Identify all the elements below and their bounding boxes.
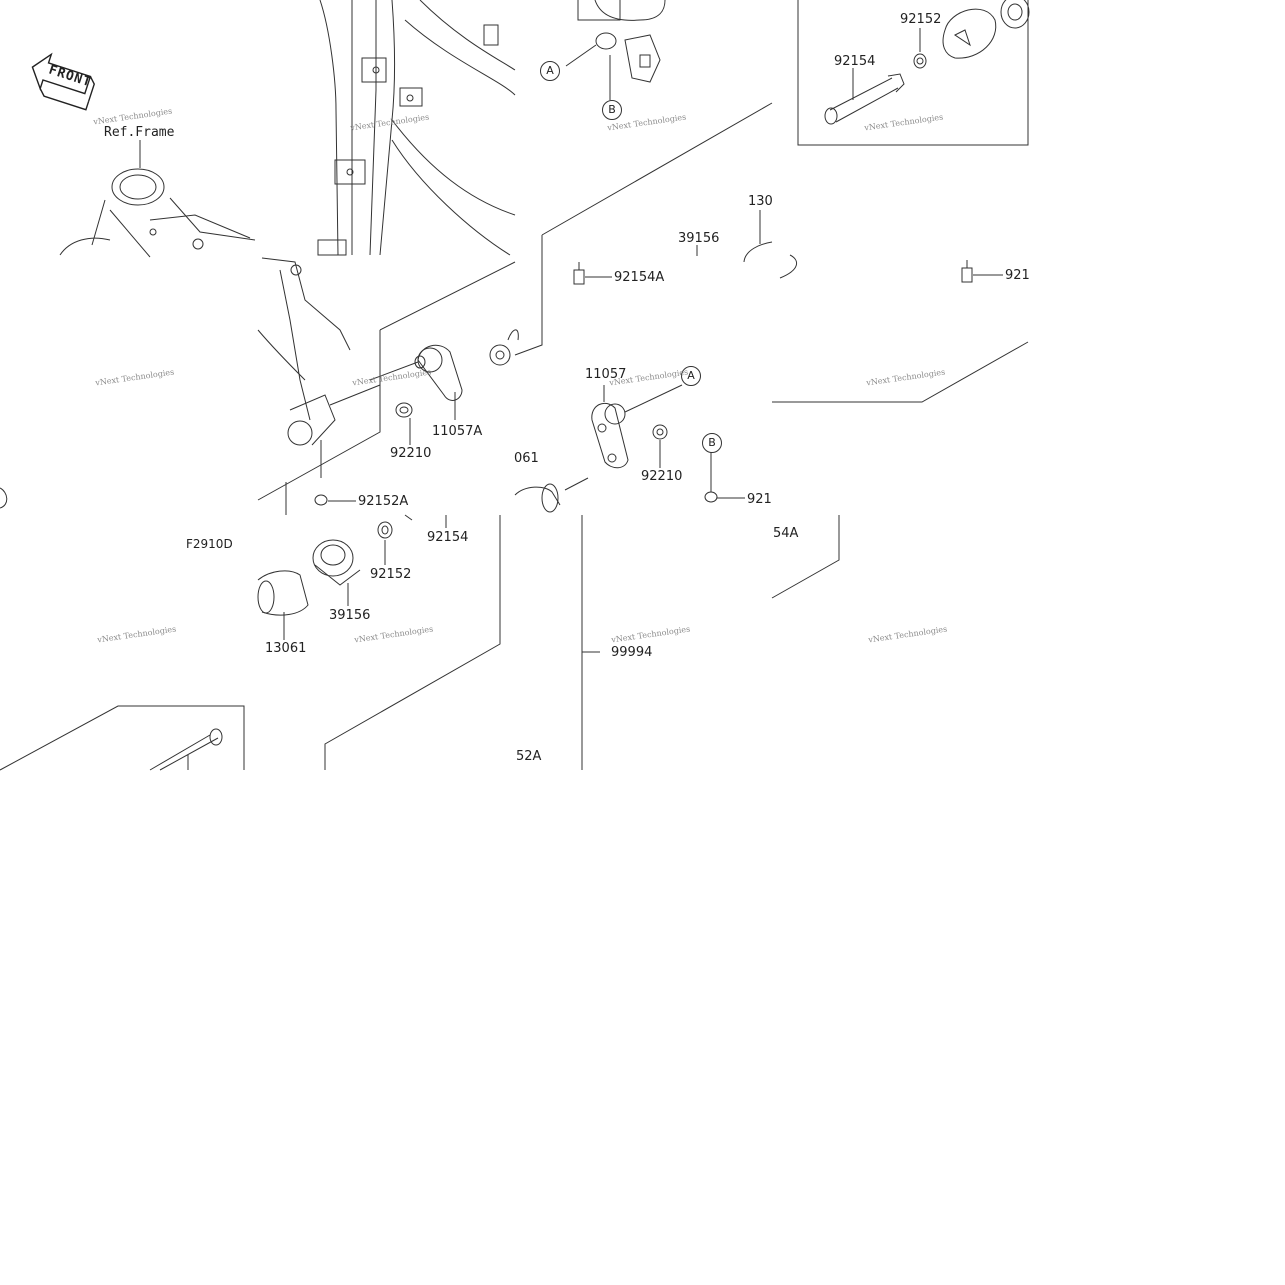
collar-92152-lower-icon bbox=[377, 521, 393, 565]
ref-marker-a-mid: A bbox=[681, 366, 701, 386]
ref-marker-a-top: A bbox=[540, 61, 560, 81]
part-label-39156-top: 39156 bbox=[678, 231, 720, 246]
main-frame-sketch bbox=[317, 0, 516, 256]
ref-marker-b-top: B bbox=[602, 100, 622, 120]
part-label-921-lower: 921 bbox=[747, 492, 772, 507]
washer-921-lower-icon bbox=[704, 452, 745, 503]
part-label-921-right: 921 bbox=[1005, 268, 1030, 283]
bolt-92154-top-icon bbox=[824, 68, 905, 125]
ref-frame-label: Ref.Frame bbox=[104, 125, 175, 140]
part-label-11057A: 11057A bbox=[432, 424, 483, 439]
mount-39156-130-icon bbox=[696, 210, 798, 279]
part-label-54A: 54A bbox=[773, 526, 799, 541]
misc-edge-sketch bbox=[0, 487, 413, 521]
part-label-92152-lower: 92152 bbox=[370, 567, 412, 582]
part-label-13061: 13061 bbox=[265, 641, 307, 656]
collar-92152-top-icon bbox=[913, 28, 927, 69]
bracket-11057A-icon bbox=[369, 344, 463, 420]
part-label-52A: 52A bbox=[516, 749, 542, 764]
frame-vertical-99994 bbox=[581, 515, 600, 770]
bolt-92154-lower-icon bbox=[149, 515, 447, 771]
nut-92210-left-icon bbox=[395, 402, 413, 445]
figure-code: F2910D bbox=[186, 537, 233, 551]
frame-panel-mid bbox=[514, 102, 773, 356]
footpeg-bracket-sketch bbox=[257, 257, 381, 478]
upper-bracket-sketch bbox=[565, 0, 666, 100]
bolt-921-right-icon bbox=[961, 260, 1003, 283]
bushing-center-icon bbox=[514, 477, 589, 513]
ref-marker-b-mid: B bbox=[702, 433, 722, 453]
washer-92152A-icon bbox=[314, 494, 356, 506]
part-label-11057: 11057 bbox=[585, 367, 627, 382]
frame-panel-center bbox=[257, 261, 516, 501]
collar-061-icon bbox=[489, 329, 519, 366]
frame-right-54A bbox=[771, 515, 840, 599]
bushing-13061-icon bbox=[257, 570, 309, 640]
front-arrow-icon bbox=[31, 52, 95, 111]
part-label-130: 130 bbox=[748, 194, 773, 209]
bushing-39156-top-icon bbox=[942, 0, 1030, 59]
frame-lower-left-box bbox=[0, 705, 245, 771]
frame-panel-center-right bbox=[772, 341, 1029, 403]
nut-92210-right-icon bbox=[652, 424, 668, 468]
ref-frame-headpipe-icon bbox=[59, 140, 256, 258]
part-label-92154-top: 92154 bbox=[834, 54, 876, 69]
frame-panel-top-right bbox=[797, 0, 1029, 146]
part-label-92152A: 92152A bbox=[358, 494, 409, 509]
part-label-061: 061 bbox=[514, 451, 539, 466]
frame-lower-mid bbox=[324, 515, 501, 770]
bolt-92154A-mid-icon bbox=[573, 262, 612, 285]
part-label-99994: 99994 bbox=[611, 645, 653, 660]
bracket-11057-icon bbox=[591, 384, 683, 469]
part-label-92152-top: 92152 bbox=[900, 12, 942, 27]
bushing-39156-lower-icon bbox=[312, 539, 361, 606]
part-label-39156-lower: 39156 bbox=[329, 608, 371, 623]
part-label-92210-right: 92210 bbox=[641, 469, 683, 484]
part-label-92154A: 92154A bbox=[614, 270, 665, 285]
part-label-92210-left: 92210 bbox=[390, 446, 432, 461]
part-label-92154-lower: 92154 bbox=[427, 530, 469, 545]
